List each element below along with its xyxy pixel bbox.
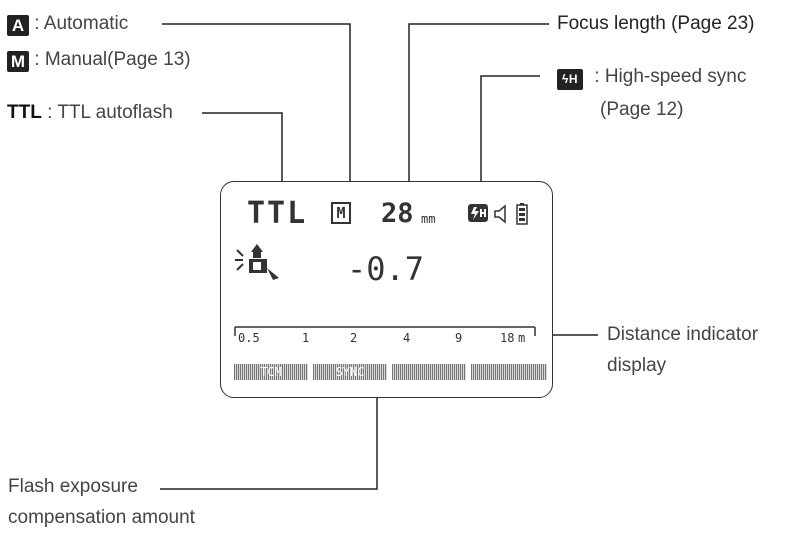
distance-tick: 18 (500, 331, 515, 345)
automatic-label: : Automatic (34, 13, 129, 34)
distance-tick: 2 (350, 331, 358, 345)
ttl-label: : TTL autoflash (47, 102, 173, 123)
manual-mode-badge: M (7, 51, 29, 72)
lightning-h-icon: ϟH (557, 69, 583, 90)
softkey-tcm: TCM (234, 364, 308, 380)
callout-hss: ϟH : High-speed sync (557, 66, 746, 90)
distance-tick: 4 (403, 331, 411, 345)
callout-manual: M : Manual(Page 13) (7, 49, 191, 72)
head-zoom-icon (235, 244, 279, 280)
leader-focus (408, 23, 549, 212)
manual-label: : Manual(Page 13) (34, 49, 191, 70)
distance-tick: 9 (455, 331, 463, 345)
battery-icon (516, 203, 528, 225)
fec-label-1: Flash exposure (8, 476, 138, 497)
distance-tick: 0.5 (238, 331, 260, 345)
hss-label: : High-speed sync (594, 66, 747, 87)
softkey-3 (392, 364, 466, 380)
fec-label-2: compensation amount (8, 507, 195, 528)
speaker-icon (494, 204, 506, 224)
distance-unit: m (518, 331, 526, 345)
distance-label-1: Distance indicator (607, 324, 759, 345)
leader-hss (480, 75, 540, 210)
callout-automatic: A : Automatic (7, 13, 128, 36)
callout-ttl: TTL : TTL autoflash (7, 102, 173, 124)
distance-tick: 1 (302, 331, 310, 345)
ttl-key: TTL (7, 102, 42, 123)
lcd-panel: TTL M 28 mm -0.7 (220, 181, 553, 398)
softkey-bar: TCM SYNC (234, 364, 550, 380)
auto-mode-badge: A (7, 15, 29, 36)
lcd-fec-value: -0.7 (347, 250, 425, 288)
softkey-4 (471, 364, 547, 380)
distance-scale (234, 326, 536, 336)
lcd-hss-icon (468, 204, 488, 222)
focus-length-label: Focus length (Page 23) (557, 13, 755, 34)
distance-label-2: display (607, 355, 667, 376)
lcd-mode: TTL (247, 196, 308, 231)
leader-auto (162, 23, 351, 212)
softkey-sync: SYNC (313, 364, 387, 380)
hss-page-label: (Page 12) (600, 99, 684, 120)
leader-ttl (202, 112, 283, 210)
lcd-focal-unit: mm (421, 212, 436, 226)
lcd-focal: 28 (381, 198, 414, 229)
lcd-mode-icon: M (331, 202, 351, 224)
